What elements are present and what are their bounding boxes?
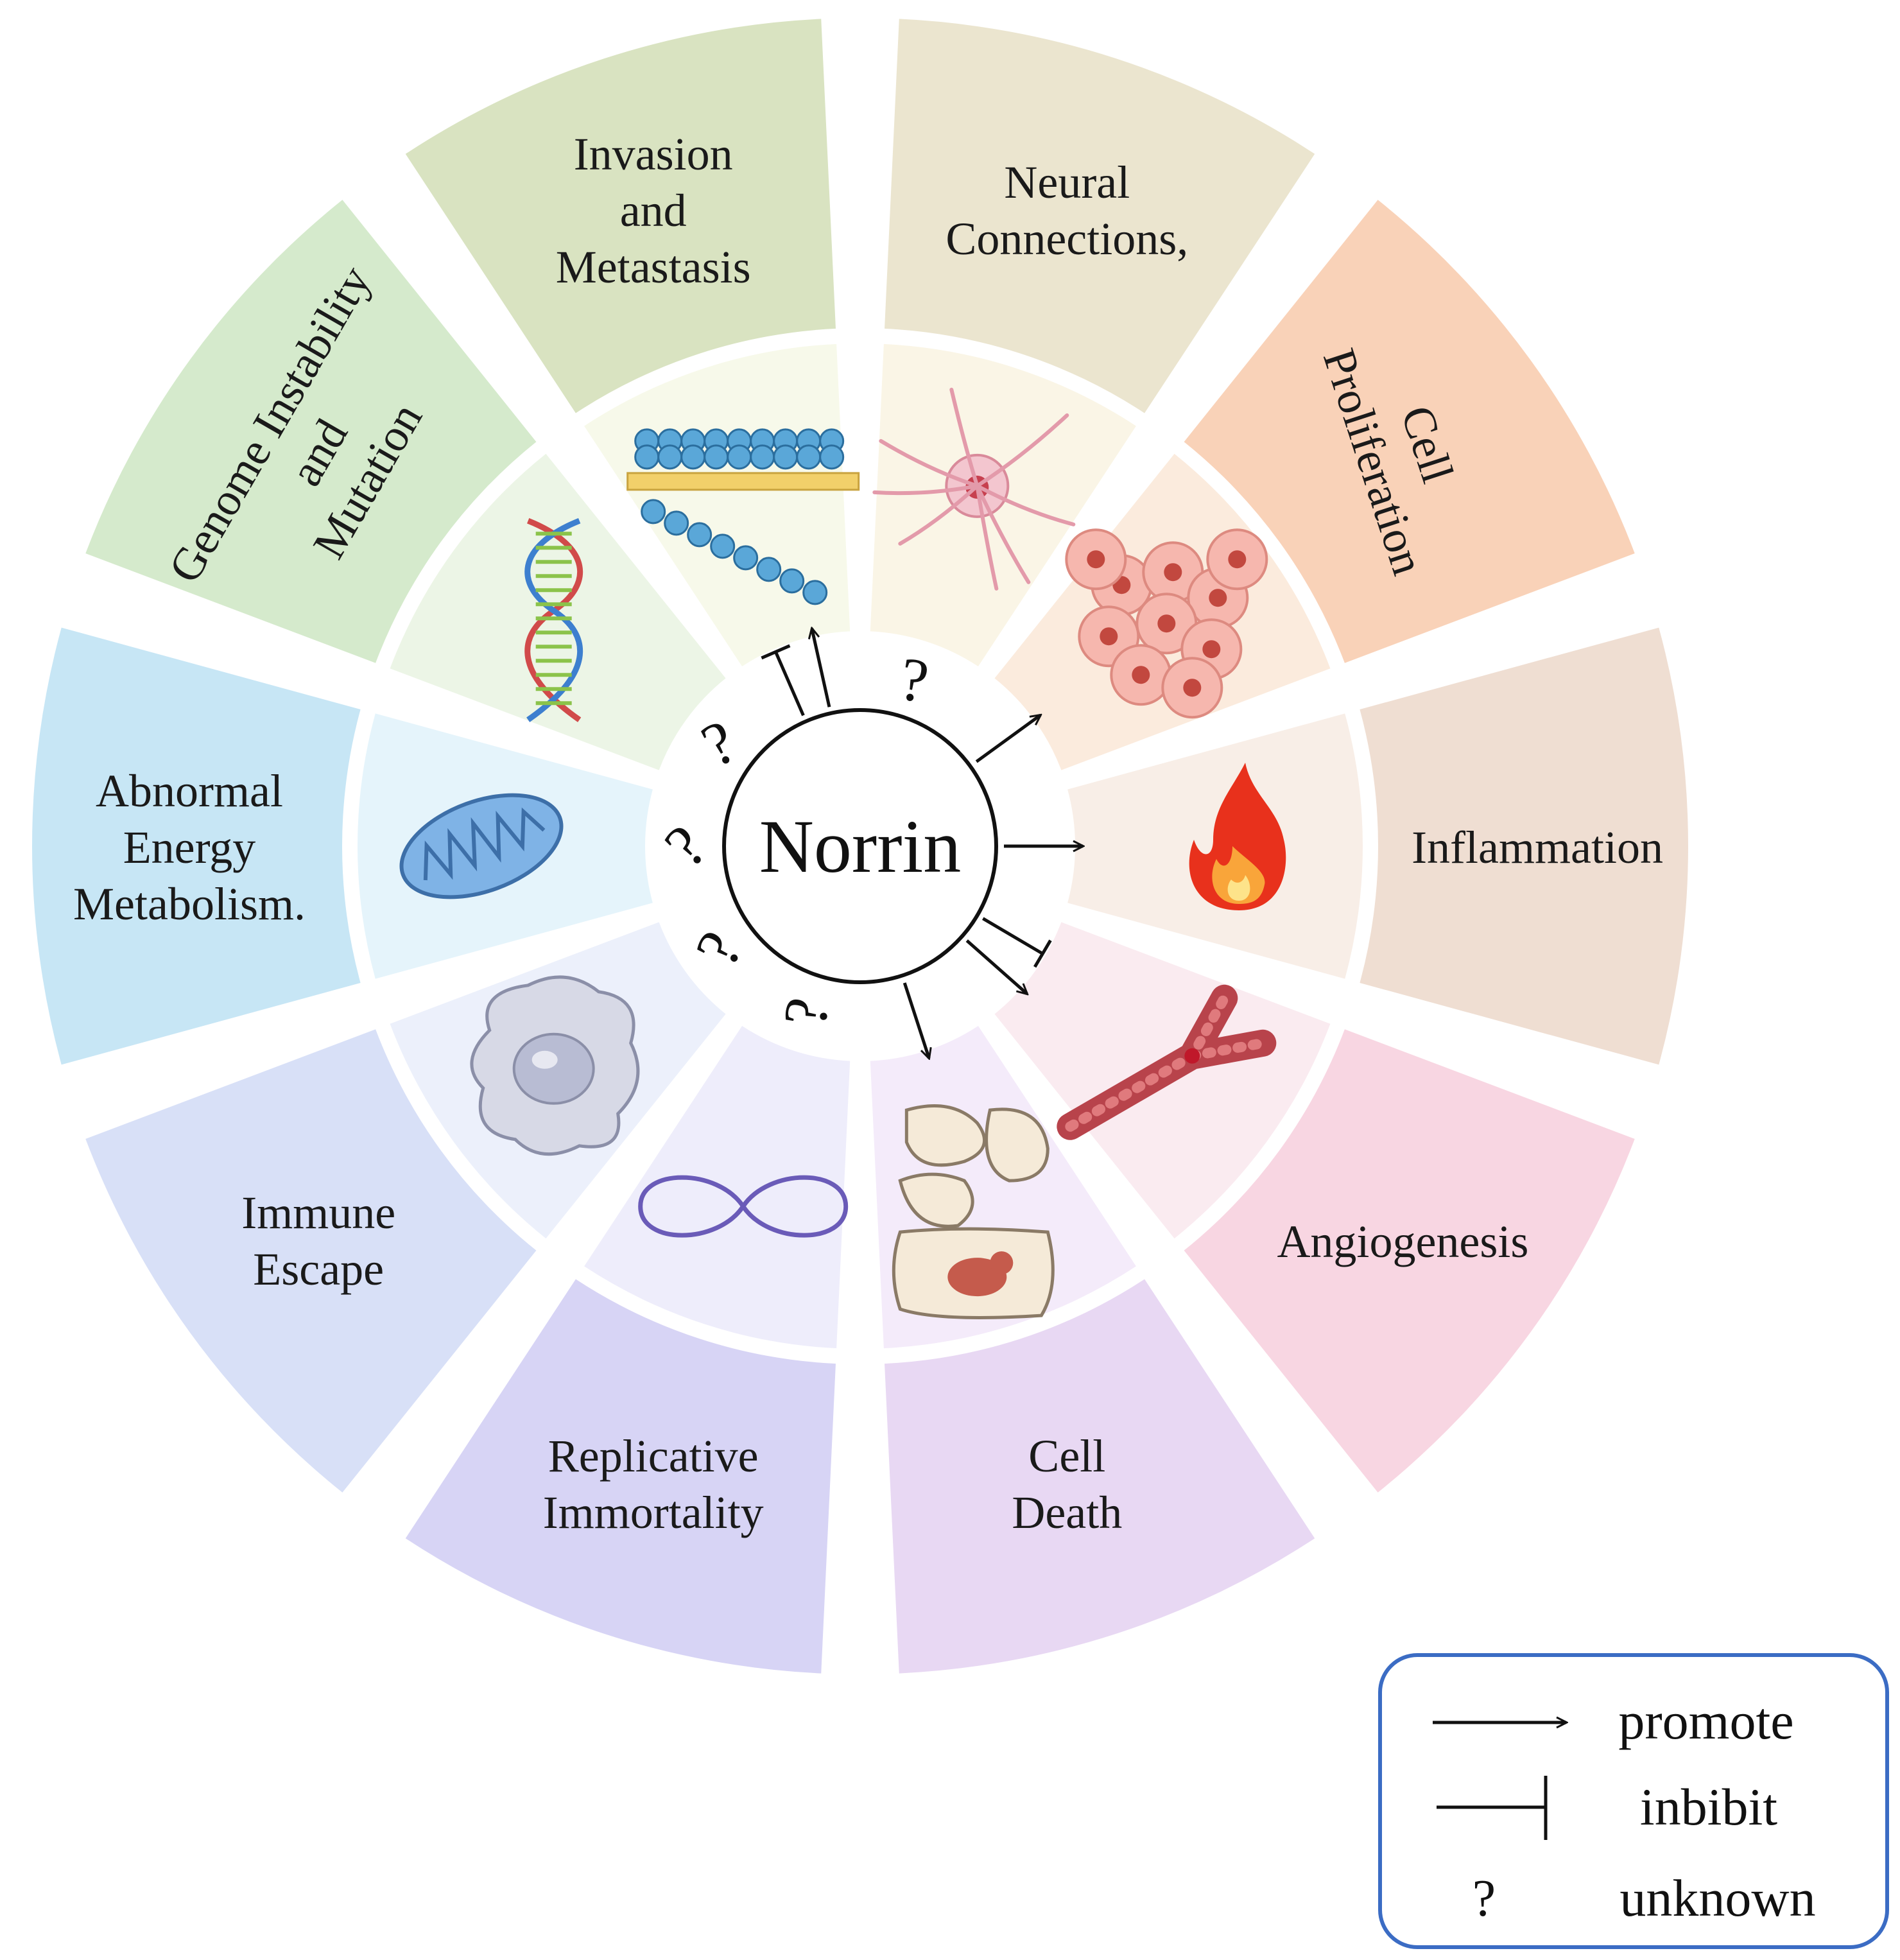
flame-icon [1189,763,1286,910]
legend-unknown-symbol: ? [1472,1869,1496,1927]
promote-arrow [812,629,831,707]
infinity-icon [638,1175,849,1238]
dna-helix-icon [524,518,583,722]
norrin-circle [722,708,998,984]
norrin-label: Norrin [759,804,962,889]
outer-segment-death [885,1279,1315,1674]
legend-inhibit-label: inbibit [1640,1778,1777,1836]
outer-segment-energy [31,627,361,1065]
outer-segment-inflammation [1360,627,1688,1065]
outer-segment-invasion [405,19,836,413]
legend: promote inbibit ? unknown [1378,1653,1889,1949]
promote-arrow [902,982,929,1058]
outer-segment-neural [885,19,1315,413]
inner-ring [358,343,1363,1349]
dying-cells-icon [892,1104,1055,1319]
blood-vessel-icon [1057,984,1277,1140]
illustrations [399,387,1286,1319]
inhibit-bar [761,644,791,660]
segment-label-angiogenesis: Angiogenesis [1277,1216,1528,1267]
inhibit-line [982,917,1044,955]
cell-cluster-icon [1065,528,1268,719]
promote-arrow [965,939,1027,994]
legend-unknown-label: unknown [1619,1869,1815,1927]
segment-label-inflammation: Inflammation [1412,822,1663,873]
outer-segment-proliferation [1184,200,1635,663]
neuron-icon [872,387,1076,591]
outer-segment-genome [85,200,537,663]
inhibit-line [774,651,805,716]
mitochondrion-icon [399,793,564,899]
immune-cell-icon [470,975,640,1156]
outer-segment-angiogenesis [1184,1029,1635,1493]
segment-label-text: Inflammation [1412,822,1663,873]
invading-cells-icon [626,428,860,605]
promote-arrow [975,715,1041,763]
outer-segment-immortality [405,1279,836,1674]
inhibit-bar [1033,939,1052,968]
legend-promote-label: promote [1618,1692,1793,1750]
legend-box [1378,1653,1889,1949]
inner-segment-neural [870,343,1136,667]
outer-segment-immune [85,1029,537,1493]
outer-ring [30,15,1691,1677]
segment-label-text: Angiogenesis [1277,1216,1528,1267]
